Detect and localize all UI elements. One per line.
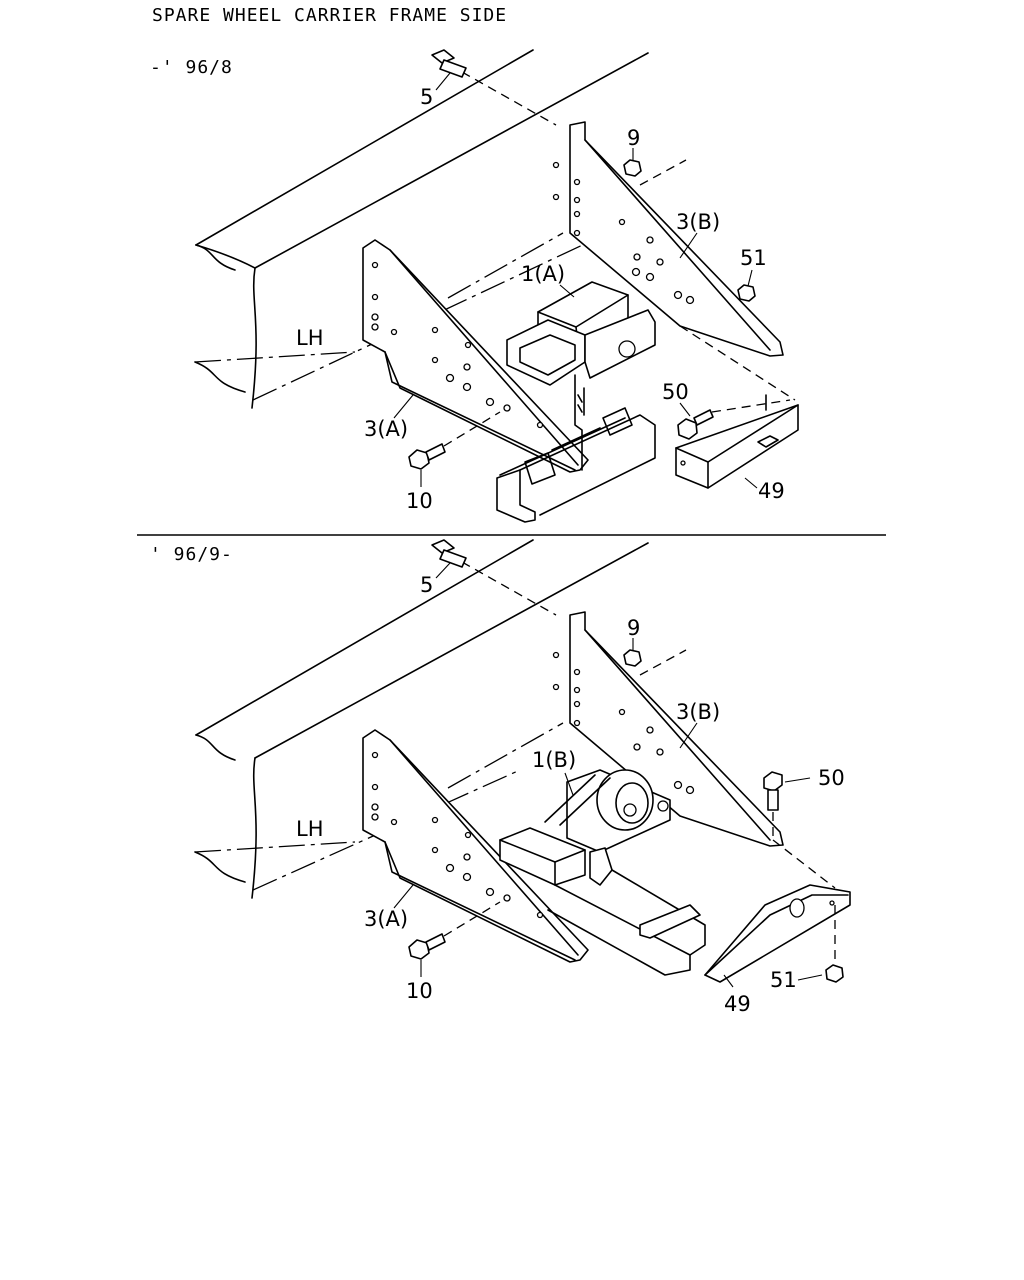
frame-lh-label-2: LH <box>296 817 324 841</box>
plate-49 <box>675 394 799 489</box>
crossmember-2 <box>547 869 706 976</box>
callout-5-2: 5 <box>420 573 433 597</box>
nut-51-icon-2 <box>825 964 844 983</box>
callout-5: 5 <box>420 85 433 109</box>
nut-9-icon-2 <box>623 649 642 667</box>
callout-9: 9 <box>627 126 640 150</box>
callout-51-2: 51 <box>770 968 797 992</box>
view-late: ' 96/9- LH 5 <box>150 539 851 1016</box>
callout-49-2: 49 <box>724 992 751 1016</box>
nut-51-icon <box>737 284 756 302</box>
callout-3b: 3(B) <box>676 210 720 234</box>
view-early: -' 96/8 LH 5 <box>150 49 799 523</box>
bolt-10-icon-2 <box>408 933 446 960</box>
diagram-title: SPARE WHEEL CARRIER FRAME SIDE <box>152 5 507 26</box>
nut-9-icon <box>623 159 642 177</box>
bolt-5-icon-2 <box>431 539 467 568</box>
callout-1b: 1(B) <box>532 748 576 772</box>
bracket-3b <box>552 121 784 357</box>
callout-50: 50 <box>662 380 689 404</box>
plate-49-2 <box>704 884 851 983</box>
callout-1a: 1(A) <box>521 262 565 286</box>
callout-3a-2: 3(A) <box>364 907 408 931</box>
crossmember <box>496 407 656 523</box>
bolt-10-icon <box>408 443 446 470</box>
callout-51: 51 <box>740 246 767 270</box>
bolt-5-icon <box>431 49 467 78</box>
bracket-3b-2 <box>552 611 784 847</box>
view-early-range: -' 96/8 <box>150 57 233 78</box>
bolt-50-icon <box>677 409 714 440</box>
bolt-50-icon-2 <box>763 771 783 811</box>
callout-3b-2: 3(B) <box>676 700 720 724</box>
frame-rail-lh <box>194 49 649 409</box>
callout-9-2: 9 <box>627 616 640 640</box>
callout-50-2: 50 <box>818 766 845 790</box>
callout-3a: 3(A) <box>364 417 408 441</box>
bracket-3a <box>362 239 589 473</box>
callout-49: 49 <box>758 479 785 503</box>
view-late-range: ' 96/9- <box>150 544 233 565</box>
carrier-1b <box>499 769 671 886</box>
callout-10: 10 <box>406 489 433 513</box>
bracket-3a-2 <box>362 729 589 963</box>
carrier-1a <box>506 281 656 471</box>
callout-10-2: 10 <box>406 979 433 1003</box>
frame-lh-label: LH <box>296 326 324 350</box>
